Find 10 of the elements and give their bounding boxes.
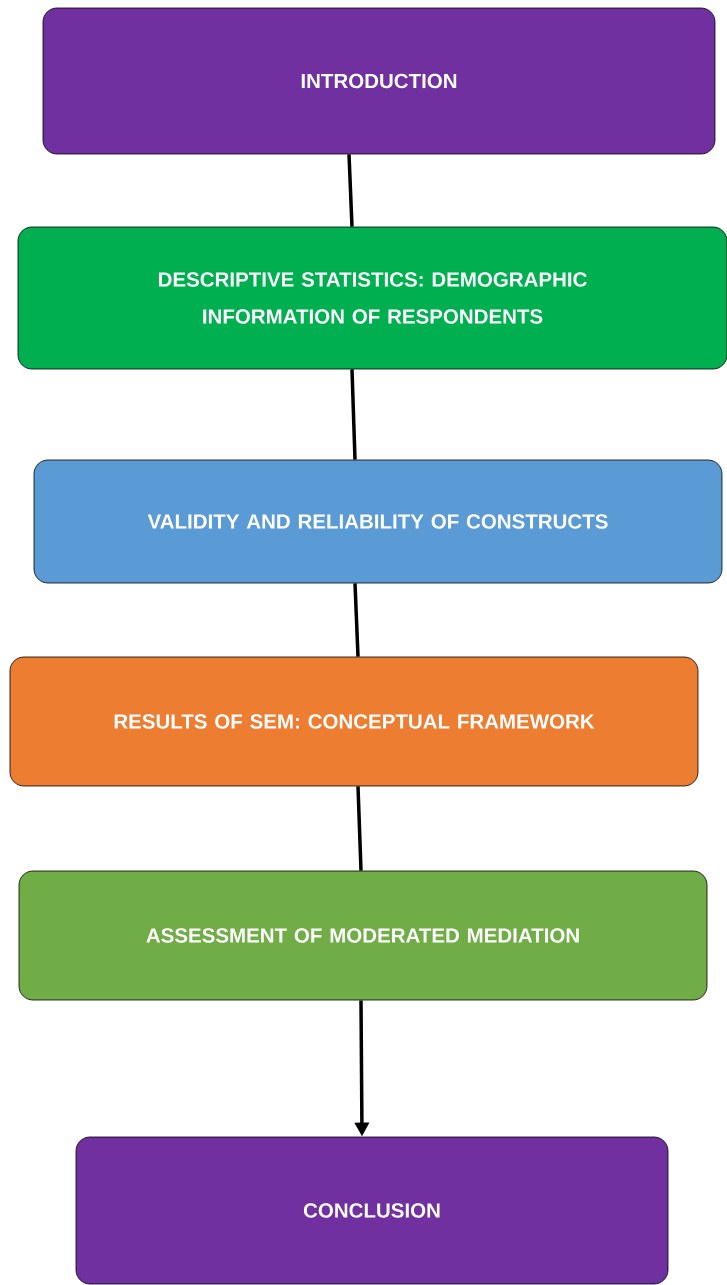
process-box: DESCRIPTIVE STATISTICS: DEMOGRAPHIC INFORMATION OF RESPONDENTS (17, 226, 727, 370)
connector (353, 583, 360, 657)
connector (356, 786, 363, 871)
process-box: INTRODUCTION (42, 7, 716, 155)
process-box: CONCLUSION (75, 1136, 669, 1285)
connector (350, 369, 357, 460)
process-box: RESULTS OF SEM: CONCEPTUAL FRAMEWORK (9, 656, 699, 787)
connector (347, 154, 354, 227)
process-box: ASSESSMENT OF MODERATED MEDIATION (18, 870, 708, 1001)
process-box: VALIDITY AND RELIABILITY OF CONSTRUCTS (33, 459, 723, 584)
